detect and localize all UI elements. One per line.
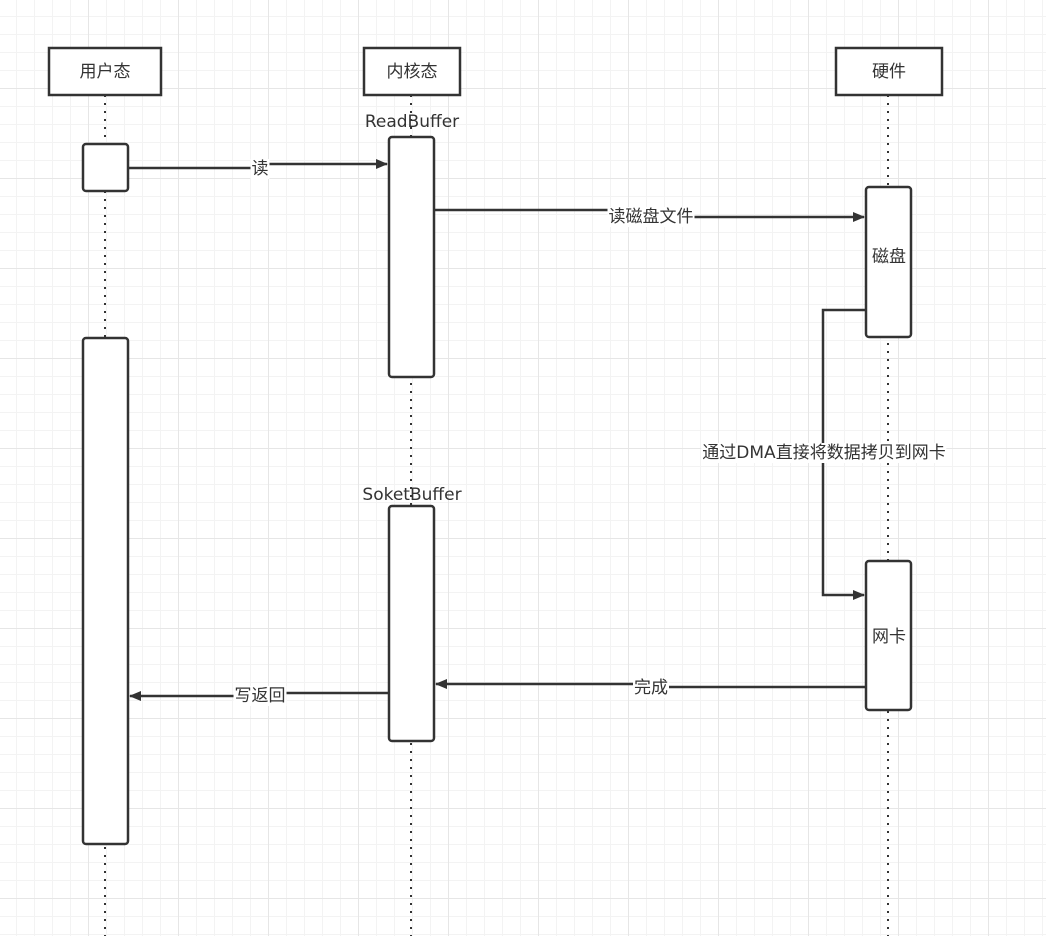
participant-label-user: 用户态 [79,62,131,82]
activation-read-buffer[interactable] [387,135,436,379]
participant-box-user[interactable] [47,46,163,97]
activation-disk[interactable] [864,185,913,339]
activation-user-read[interactable] [81,142,130,193]
label-disk: 磁盘 [872,247,906,267]
label-nic: 网卡 [872,627,906,647]
participant-box-hardware[interactable] [834,46,944,97]
label-socket-buffer: SoketBuffer [362,485,462,505]
label-read-buffer: ReadBuffer [364,112,460,132]
message-label-dma-copy: 通过DMA直接将数据拷贝到网卡 [701,443,947,463]
activation-nic[interactable] [864,559,913,712]
participant-label-kernel: 内核态 [386,62,438,82]
activation-socket-buffer[interactable] [387,504,436,743]
message-label-done: 完成 [633,678,669,698]
message-label-read: 读 [250,159,270,179]
message-label-read-disk-file: 读磁盘文件 [607,207,695,227]
participant-box-kernel[interactable] [362,46,462,97]
participant-label-hardware: 硬件 [872,62,906,82]
activation-user-main[interactable] [81,336,130,846]
message-label-write-return: 写返回 [233,686,287,706]
